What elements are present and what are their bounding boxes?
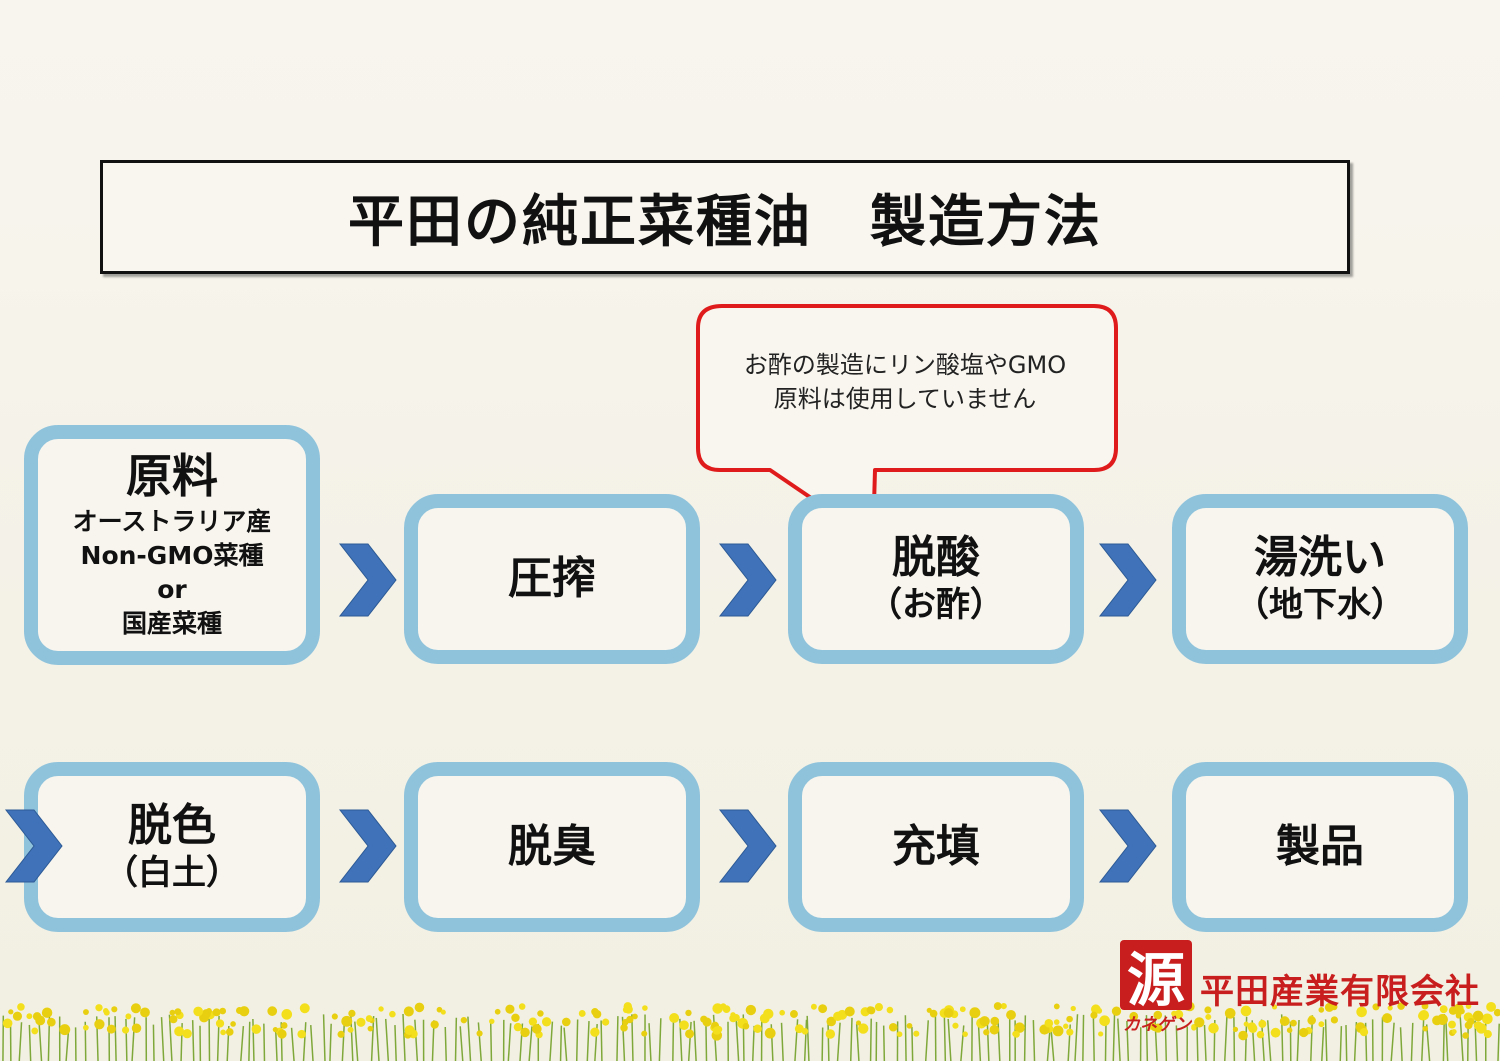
callout-line-1: お酢の製造にリン酸塩やGMO [743, 351, 1067, 379]
chevron-right-icon [1098, 543, 1157, 617]
step-label: 充填 [892, 820, 980, 872]
step-label: 脱酸 [892, 532, 980, 584]
step-label: 圧搾 [508, 552, 596, 604]
step-sub-label: （白土） [104, 853, 240, 893]
step-detail-variety: Non-GMO菜種 [80, 540, 264, 570]
chevron-right-icon [718, 809, 777, 883]
step-raw-material: 原料 オーストラリア産 Non-GMO菜種 or 国産菜種 [24, 425, 320, 665]
step-product: 製品 [1172, 762, 1468, 932]
step-label: 製品 [1276, 820, 1364, 872]
page-title: 平田の純正菜種油 製造方法 [348, 189, 1102, 255]
step-deodorization: 脱臭 [404, 762, 700, 932]
step-sub-label: （お酢） [868, 585, 1004, 625]
title-box: 平田の純正菜種油 製造方法 [100, 160, 1350, 274]
rapeseed-flowers-decoration [2, 1001, 1500, 1061]
step-label: 原料 [126, 449, 218, 504]
step-filling: 充填 [788, 762, 1084, 932]
step-bleaching: 脱色 （白土） [24, 762, 320, 932]
step-detail-or: or [157, 574, 187, 604]
chevron-right-icon [1098, 809, 1157, 883]
chevron-right-icon [4, 809, 63, 883]
chevron-right-icon [718, 543, 777, 617]
chevron-right-icon [338, 543, 397, 617]
callout-line-2: 原料は使用していません [773, 385, 1037, 413]
callout-text: お酢の製造にリン酸塩やGMO 原料は使用していません [700, 348, 1110, 416]
step-sub-label: （地下水） [1235, 585, 1405, 625]
company-name: 平田産業有限会社 [1200, 972, 1480, 1012]
step-label: 湯洗い [1254, 532, 1386, 584]
step-hot-water-wash: 湯洗い （地下水） [1172, 494, 1468, 664]
step-deacidification: 脱酸 （お酢） [788, 494, 1084, 664]
step-label: 脱臭 [508, 820, 596, 872]
step-pressing: 圧搾 [404, 494, 700, 664]
step-detail-domestic: 国産菜種 [121, 608, 222, 638]
step-detail-origin: オーストラリア産 [72, 506, 272, 536]
step-label: 脱色 [128, 800, 216, 852]
company-logo-icon: 源 [1120, 940, 1192, 1014]
logo-kana: カネゲン [1123, 1015, 1191, 1035]
chevron-right-icon [338, 809, 397, 883]
